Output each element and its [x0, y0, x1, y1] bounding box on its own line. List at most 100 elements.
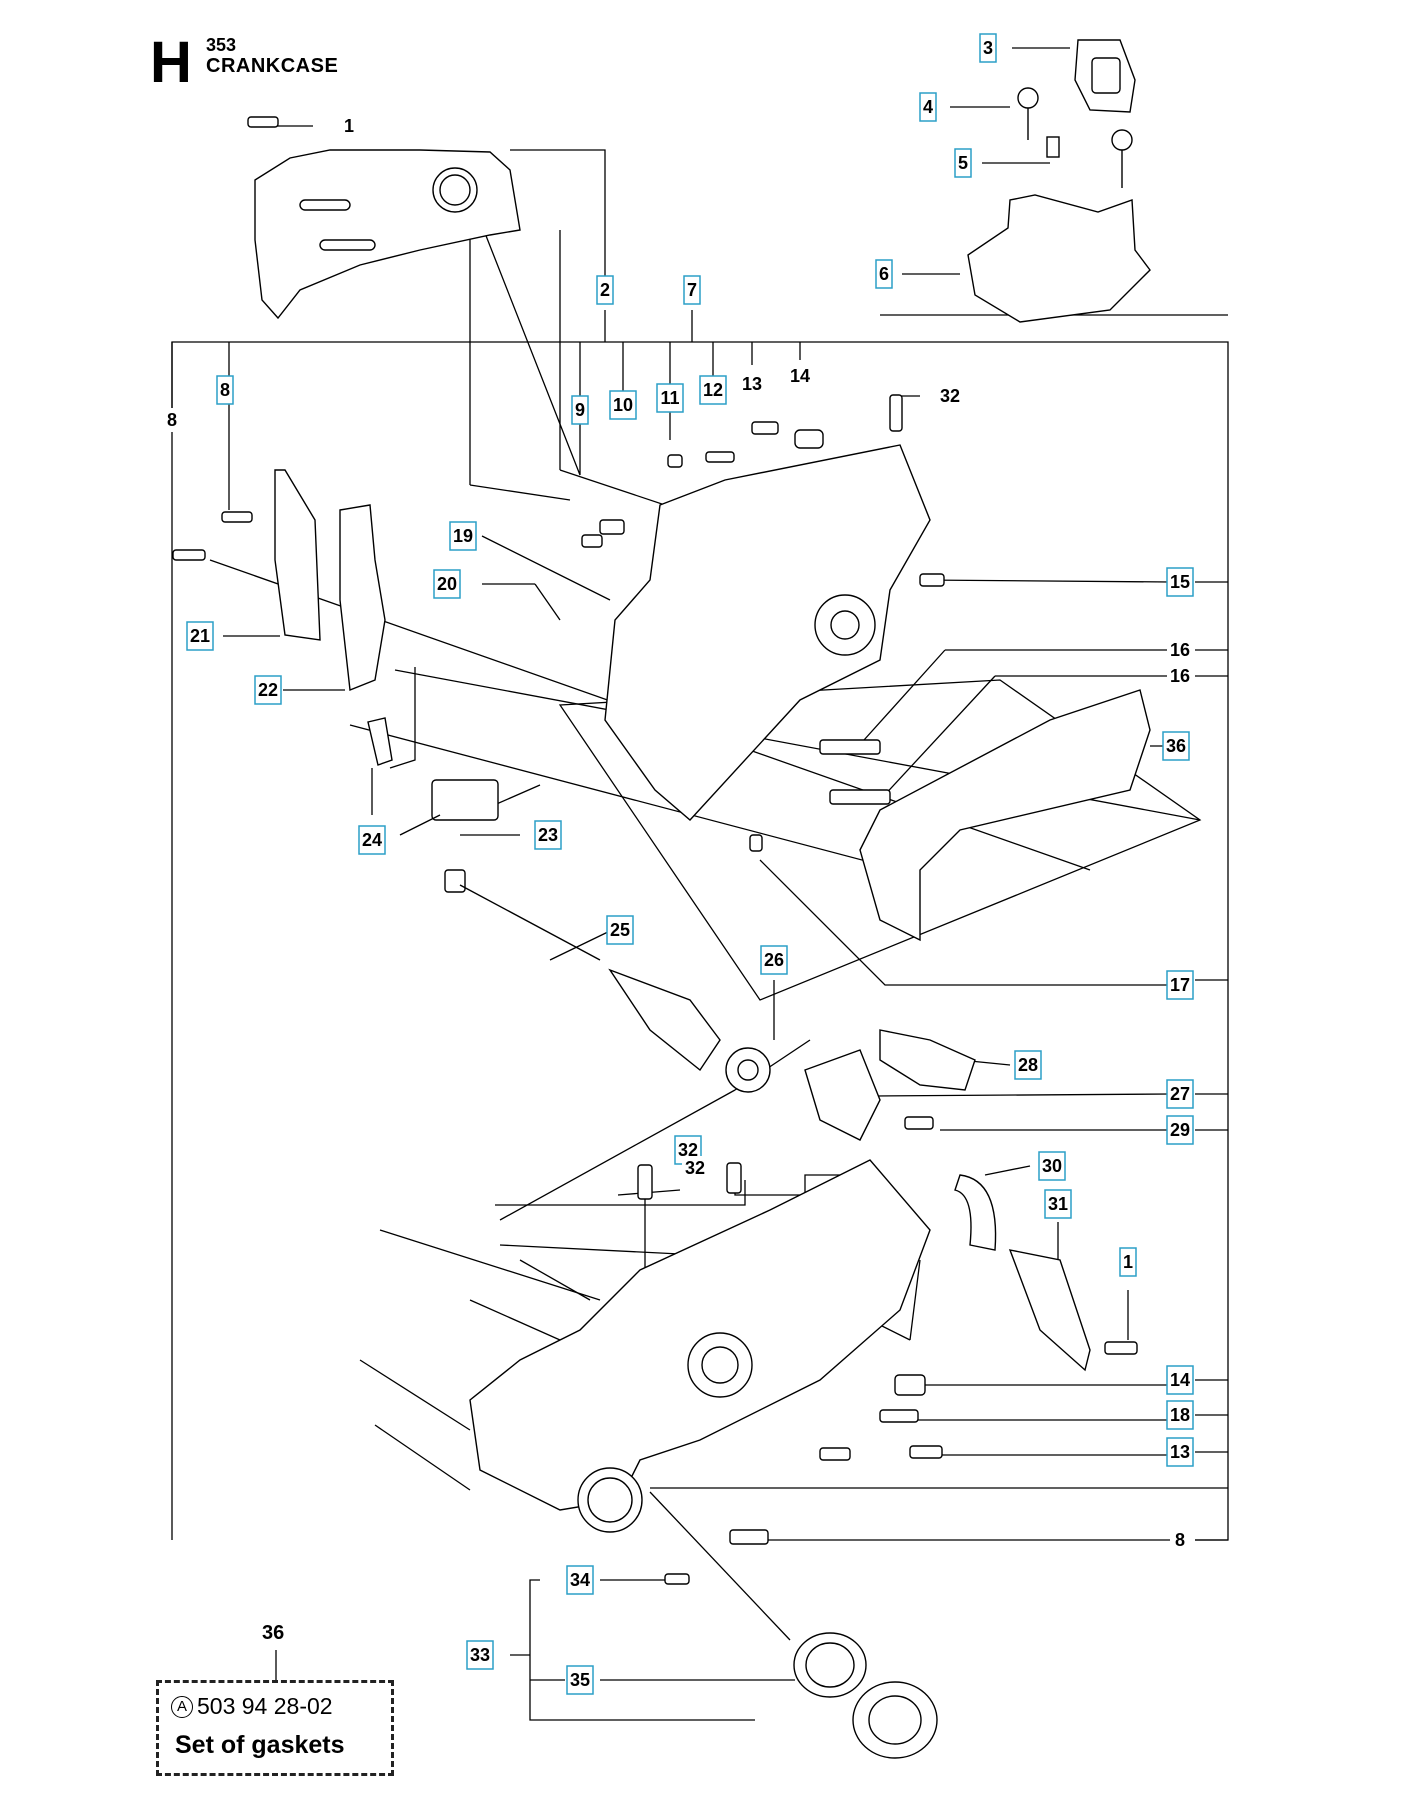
- callout-box: [534, 820, 562, 850]
- callout-4: 4: [919, 92, 937, 122]
- callout-1: 1: [1119, 1247, 1137, 1277]
- callout-box: [1166, 567, 1194, 597]
- callout-34: 34: [566, 1565, 594, 1595]
- callout-16: 16: [1167, 638, 1193, 662]
- callout-box: [919, 92, 937, 122]
- callout-box: [875, 259, 893, 289]
- gasket-set-code: A 503 94 28-02: [171, 1693, 333, 1720]
- callout-box: [566, 1665, 594, 1695]
- callout-number: 29: [1170, 1120, 1190, 1140]
- callout-14: 14: [1166, 1365, 1194, 1395]
- callout-10: 10: [609, 390, 637, 420]
- chain-guard-cover-part: [254, 149, 521, 320]
- callout-box: [979, 33, 997, 63]
- callout-8: 8: [216, 375, 234, 405]
- callout-number: 30: [1042, 1156, 1062, 1176]
- callout-number: 31: [1048, 1194, 1068, 1214]
- callout-box: [358, 825, 386, 855]
- callout-5: 5: [954, 148, 972, 178]
- callout-number: 1: [344, 116, 354, 136]
- callout-21: 21: [186, 621, 214, 651]
- callout-28: 28: [1014, 1050, 1042, 1080]
- gasket-part: [859, 689, 1151, 942]
- callout-number: 9: [575, 400, 585, 420]
- callout-23: 23: [534, 820, 562, 850]
- callout-number: 34: [570, 1570, 590, 1590]
- lower-crankcase-part: [469, 1159, 931, 1511]
- callout-number: 10: [613, 395, 633, 415]
- callout-box: [1044, 1189, 1072, 1219]
- callout-number: 14: [1170, 1370, 1190, 1390]
- callout-number: 6: [879, 264, 889, 284]
- callout-box: [606, 915, 634, 945]
- plate-part: [274, 469, 321, 641]
- callout-11: 11: [656, 383, 684, 413]
- gasket-set-key: A 503 94 28-02 Set of gaskets: [156, 1680, 394, 1776]
- callout-17: 17: [1166, 970, 1194, 1000]
- callout-number: 5: [958, 153, 968, 173]
- callout-number: 8: [1175, 1530, 1185, 1550]
- crankcase-half-part: [604, 444, 931, 821]
- callout-box: [656, 383, 684, 413]
- circle-a-marker: A: [171, 1695, 193, 1718]
- callout-22: 22: [254, 675, 282, 705]
- callout-box: [760, 945, 788, 975]
- callout-16: 16: [1167, 664, 1193, 688]
- callout-33: 33: [466, 1640, 494, 1670]
- callout-box: [699, 375, 727, 405]
- screw-parts: [172, 116, 1138, 1585]
- callout-number: 19: [453, 526, 473, 546]
- callout-number: 17: [1170, 975, 1190, 995]
- callout-number: 18: [1170, 1405, 1190, 1425]
- callout-number: 24: [362, 830, 382, 850]
- callout-number: 3: [983, 38, 993, 58]
- callout-7: 7: [683, 275, 701, 305]
- callout-1: 1: [341, 114, 357, 138]
- callout-13: 13: [739, 372, 765, 396]
- callout-box: [433, 569, 461, 599]
- callout-number: 15: [1170, 572, 1190, 592]
- callout-6: 6: [875, 259, 893, 289]
- callout-number: 7: [687, 280, 697, 300]
- callout-number: 13: [742, 374, 762, 394]
- callout-box: [609, 390, 637, 420]
- section-letter: H: [150, 30, 192, 95]
- callout-number: 32: [940, 386, 960, 406]
- callout-24: 24: [358, 825, 386, 855]
- callout-number: 23: [538, 825, 558, 845]
- part-drawings: [172, 39, 1151, 1759]
- callout-box: [1014, 1050, 1042, 1080]
- callout-number: 2: [600, 280, 610, 300]
- callout-number: 16: [1170, 640, 1190, 660]
- callout-box: [1166, 1365, 1194, 1395]
- callout-3: 3: [979, 33, 997, 63]
- callout-box: [571, 395, 589, 425]
- callout-box: [1166, 1437, 1194, 1467]
- callout-12: 12: [699, 375, 727, 405]
- callout-box: [1166, 970, 1194, 1000]
- callout-30: 30: [1038, 1151, 1066, 1181]
- callout-number: 13: [1170, 1442, 1190, 1462]
- callout-number: 8: [167, 410, 177, 430]
- callout-number: 4: [923, 97, 933, 117]
- model-number: 353: [206, 35, 237, 55]
- callout-2: 2: [596, 275, 614, 305]
- gasket-description: Set of gaskets: [175, 1731, 345, 1759]
- callout-19: 19: [449, 521, 477, 551]
- callout-9: 9: [571, 395, 589, 425]
- callout-number: 35: [570, 1670, 590, 1690]
- callout-number: 26: [764, 950, 784, 970]
- page-title: CRANKCASE: [206, 55, 339, 77]
- callout-box: [566, 1565, 594, 1595]
- callout-number: 12: [703, 380, 723, 400]
- callout-number: 28: [1018, 1055, 1038, 1075]
- bracket-part: [967, 194, 1151, 323]
- callout-box: [1162, 731, 1190, 761]
- callout-box: [1038, 1151, 1066, 1181]
- callout-number: 1: [1123, 1252, 1133, 1272]
- gasket-part-number: 503 94 28-02: [197, 1693, 333, 1719]
- callout-13: 13: [1166, 1437, 1194, 1467]
- callout-35: 35: [566, 1665, 594, 1695]
